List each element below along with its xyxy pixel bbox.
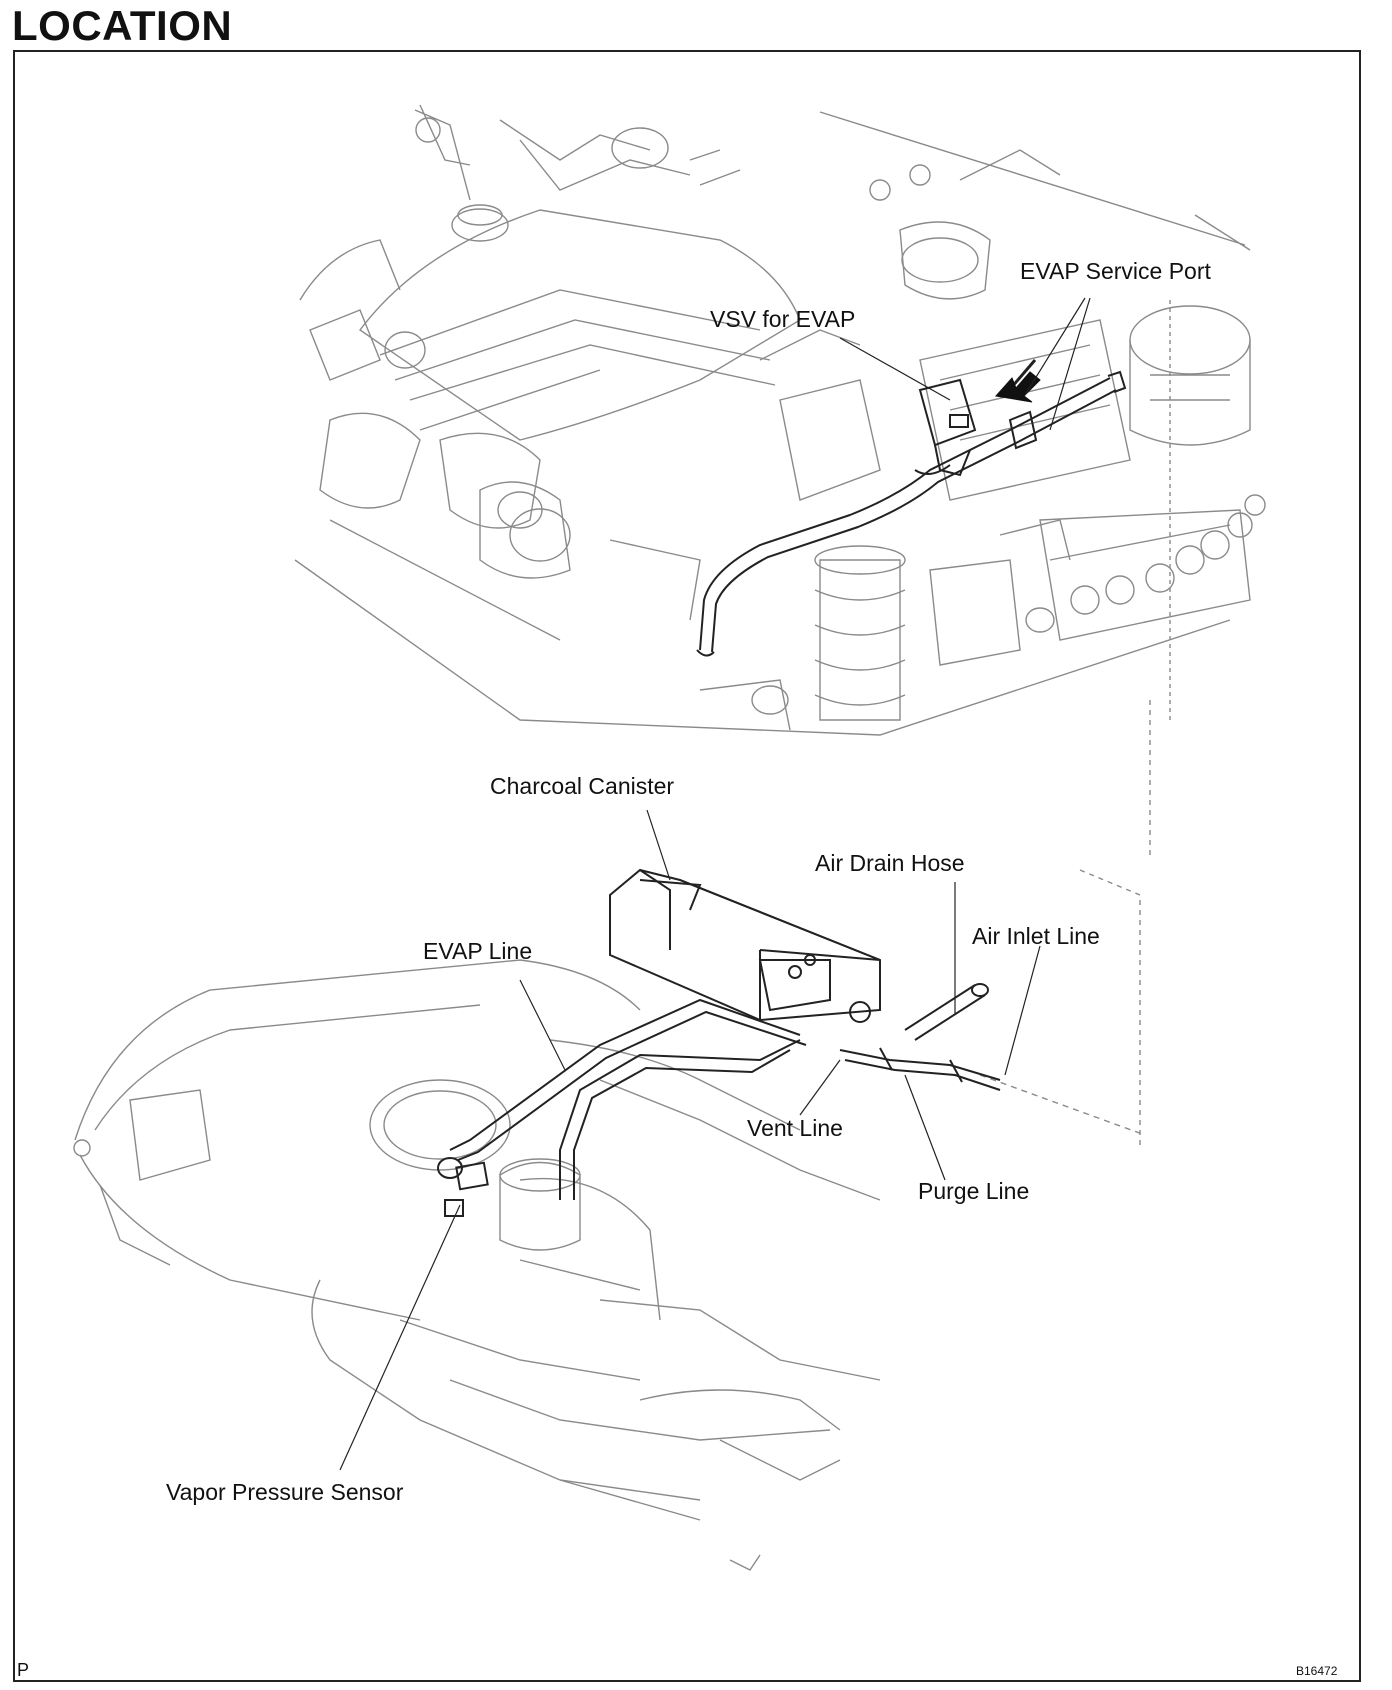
figure-code: B16472 (1296, 1664, 1338, 1678)
label-vsv-for-evap: VSV for EVAP (710, 306, 856, 332)
charcoal-canister-assembly (437, 868, 1001, 1217)
fuel-tank-illustration (73, 700, 1151, 1571)
evap-hose-assembly (696, 359, 1127, 657)
service-port-arrow-icon (995, 371, 1041, 403)
illustration-frame (13, 50, 1361, 1682)
label-vapor-pressure-sensor: Vapor Pressure Sensor (166, 1479, 404, 1505)
label-air-drain-hose: Air Drain Hose (815, 850, 965, 876)
page-marker: P (17, 1660, 30, 1680)
label-evap-line: EVAP Line (423, 938, 533, 964)
leader-lines-top (839, 297, 1091, 431)
leader-lines-bottom (339, 809, 1041, 1471)
engine-bay-illustration (294, 104, 1266, 736)
page-title: LOCATION (12, 2, 233, 49)
label-vent-line: Vent Line (747, 1115, 843, 1141)
label-evap-service-port: EVAP Service Port (1020, 258, 1211, 284)
label-purge-line: Purge Line (918, 1178, 1030, 1204)
label-charcoal-canister: Charcoal Canister (490, 773, 675, 799)
label-air-inlet-line: Air Inlet Line (972, 923, 1100, 949)
